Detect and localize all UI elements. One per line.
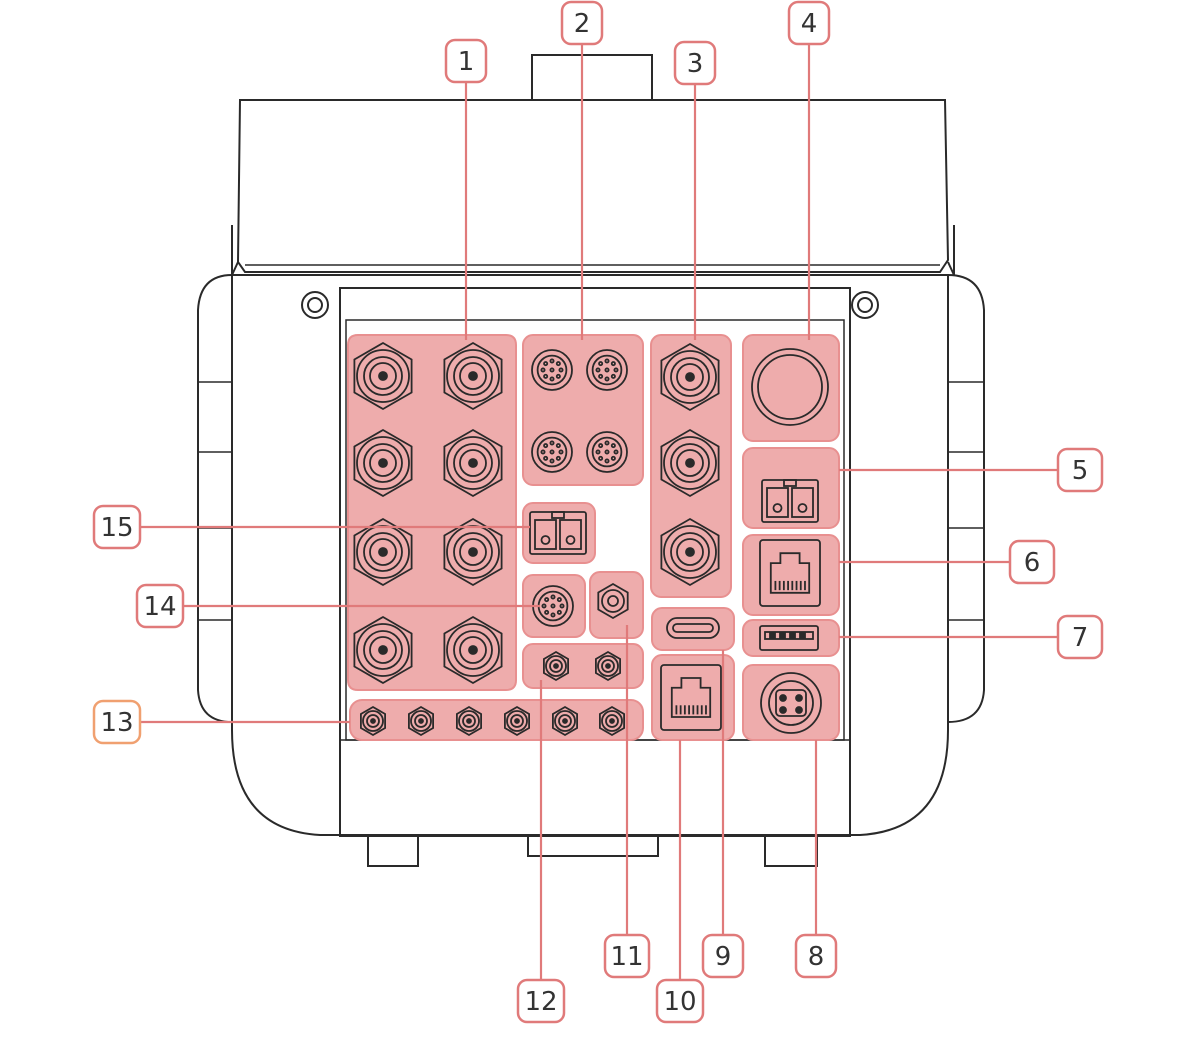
callout-8-badge xyxy=(794,933,838,979)
callout-1-label: 1 xyxy=(458,47,475,77)
callout-3-badge xyxy=(673,40,717,86)
bnc-connector-5 xyxy=(353,517,413,587)
callout-1: 1 xyxy=(444,38,488,84)
callout-4: 4 xyxy=(787,0,831,46)
round-port xyxy=(751,348,829,426)
callout-9-label: 9 xyxy=(715,942,732,972)
callout-7-badge xyxy=(1056,614,1104,660)
callout-11: 11 xyxy=(603,933,651,979)
callout-8-label: 8 xyxy=(808,942,825,972)
callout-3: 3 xyxy=(673,40,717,86)
callout-3-label: 3 xyxy=(687,49,704,79)
region-10-ethernet-port xyxy=(651,654,735,741)
callout-10-label: 10 xyxy=(663,987,696,1017)
callout-2-badge xyxy=(560,0,604,46)
callout-12-badge xyxy=(516,978,566,1024)
callout-7: 7 xyxy=(1056,614,1104,660)
ethernet-port-6 xyxy=(759,539,821,607)
callout-5-label: 5 xyxy=(1072,456,1089,486)
callout-13-badge xyxy=(92,699,142,745)
callout-14-badge xyxy=(135,583,185,629)
mini-bnc-13-5 xyxy=(552,705,578,737)
usb-a-port xyxy=(759,625,819,651)
bnc-connector-right-1 xyxy=(660,342,720,412)
mini-bnc-13-1 xyxy=(359,705,387,737)
region-15-fiber-port xyxy=(522,502,596,564)
callout-13-label: 13 xyxy=(100,708,133,738)
bnc-connector-3 xyxy=(353,428,413,498)
callout-11-badge xyxy=(603,933,651,979)
lemo-connector-2 xyxy=(586,349,628,391)
region-5-fiber-port xyxy=(742,447,840,529)
fiber-port-5 xyxy=(761,479,819,523)
callout-2-label: 2 xyxy=(574,9,591,39)
callout-2: 2 xyxy=(560,0,604,46)
callout-10: 10 xyxy=(655,978,705,1024)
callout-10-badge xyxy=(655,978,705,1024)
region-9-usb-c-port xyxy=(651,607,735,651)
mini-bnc-12-1 xyxy=(543,650,569,682)
callout-5: 5 xyxy=(1056,447,1104,493)
callout-15-label: 15 xyxy=(100,513,133,543)
mini-bnc-12-2 xyxy=(595,650,621,682)
callout-12-label: 12 xyxy=(524,987,557,1017)
lemo-connector-3 xyxy=(531,431,573,473)
mini-bnc-13-4 xyxy=(503,705,530,737)
callout-11-label: 11 xyxy=(610,942,643,972)
callout-4-label: 4 xyxy=(801,9,818,39)
sma-connector xyxy=(597,582,629,620)
callout-15-badge xyxy=(92,504,142,550)
region-8-power-port xyxy=(742,664,840,741)
highlight-regions xyxy=(347,334,840,741)
callout-4-badge xyxy=(787,0,831,46)
callout-8: 8 xyxy=(794,933,838,979)
callout-6: 6 xyxy=(1008,539,1056,585)
mini-bnc-13-2 xyxy=(407,705,435,737)
callout-13: 13 xyxy=(92,699,142,745)
region-1-bnc-group xyxy=(347,334,517,691)
leader-lines xyxy=(140,44,1058,980)
callout-1-badge xyxy=(444,38,488,84)
mini-bnc-13-6 xyxy=(599,705,625,737)
connectors xyxy=(353,341,829,737)
bnc-connector-1 xyxy=(353,341,413,411)
bnc-connector-8 xyxy=(443,615,503,685)
bnc-connector-7 xyxy=(353,615,413,685)
bnc-connector-2 xyxy=(443,341,503,411)
power-port xyxy=(760,672,822,734)
callouts: 1 2 3 4 5 6 7 8 xyxy=(92,0,1104,1024)
mini-bnc-13-3 xyxy=(455,705,483,737)
lemo-connector-1 xyxy=(531,349,573,391)
callout-14-label: 14 xyxy=(143,592,176,622)
callout-15: 15 xyxy=(92,504,142,550)
fiber-port-15 xyxy=(529,511,587,555)
callout-6-label: 6 xyxy=(1024,548,1041,578)
callout-7-label: 7 xyxy=(1072,623,1089,653)
ethernet-port-10 xyxy=(660,664,722,731)
callout-5-badge xyxy=(1056,447,1104,493)
bnc-connector-right-3 xyxy=(660,517,720,587)
lemo-connector-4 xyxy=(586,431,628,473)
bnc-connector-right-2 xyxy=(660,428,720,498)
callout-6-badge xyxy=(1008,539,1056,585)
callout-9: 9 xyxy=(701,933,745,979)
callout-12: 12 xyxy=(516,978,566,1024)
usb-c-port xyxy=(666,617,720,639)
callout-9-badge xyxy=(701,933,745,979)
region-6-ethernet-port xyxy=(742,534,840,616)
bnc-connector-4 xyxy=(443,428,503,498)
callout-14: 14 xyxy=(135,583,185,629)
